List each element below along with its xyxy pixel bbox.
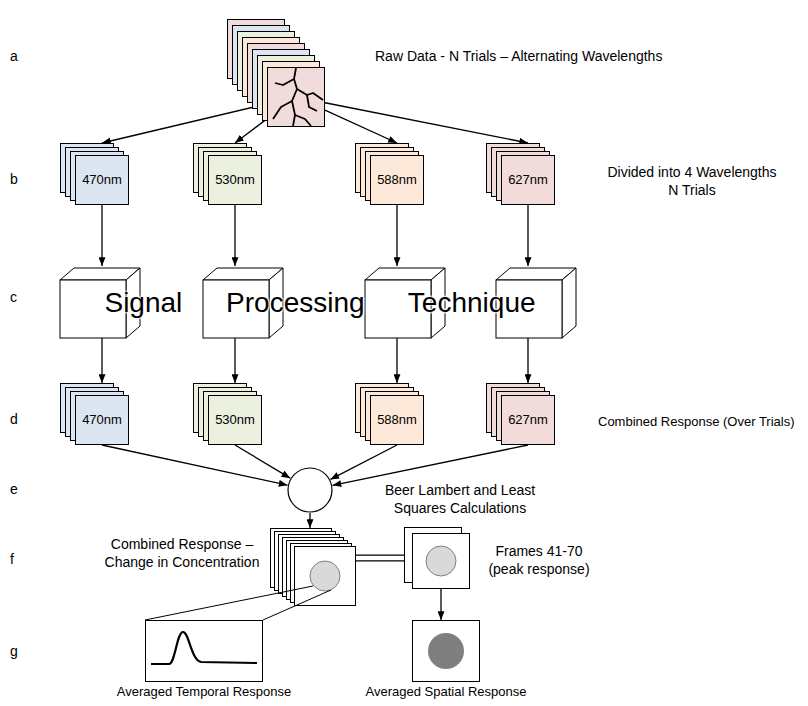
wavelength-stack: 588nm [355, 383, 424, 445]
wavelength-label: 530nm [208, 395, 262, 445]
plot-frame [146, 621, 263, 682]
vessel-line [307, 95, 317, 111]
frame [209, 396, 262, 445]
row-letter: e [10, 481, 18, 499]
flow-arrow [396, 338, 397, 383]
calculation-caption: Beer Lambert and Least Squares Calculati… [372, 482, 548, 517]
zoom-line [145, 586, 313, 620]
spatial-spot [428, 633, 464, 669]
flow-arrow [396, 205, 397, 266]
processing-title: Signal Processing Technique [58, 266, 582, 338]
frame [371, 396, 424, 445]
concentration-stack: Combined Response – Change in Concentrat… [270, 528, 356, 606]
wavelength-stack: 627nm [486, 143, 555, 205]
frame [502, 156, 555, 205]
flow-arrow [101, 205, 102, 266]
frame [371, 156, 424, 205]
row-letter: c [10, 289, 17, 307]
wavelength-label: 588nm [370, 155, 424, 205]
stack-caption: Combined Response – Change in Concentrat… [97, 536, 267, 571]
wavelength-stack: 530nm [193, 383, 262, 445]
calculation-circle: Beer Lambert and Least Squares Calculati… [287, 467, 333, 513]
flow-arrow [102, 445, 288, 485]
double-link [356, 555, 404, 562]
wavelength-stack: 627nm [486, 383, 555, 445]
double-link-gap [356, 556, 404, 561]
row-letter: b [10, 171, 18, 189]
frame [209, 156, 262, 205]
step-note: Divided into 4 Wavelengths N Trials [604, 164, 780, 199]
vessel-line [273, 101, 292, 119]
flow-arrow [234, 205, 235, 266]
frame [295, 547, 356, 606]
wavelength-label: 470nm [75, 155, 129, 205]
calculation-shape [288, 468, 332, 512]
wavelength-label: 627nm [501, 395, 555, 445]
frame [413, 534, 470, 589]
flow-arrow [101, 338, 102, 383]
stack-caption: Frames 41-70 (peak response) [484, 543, 594, 578]
flow-arrow [440, 589, 441, 620]
node-shape [145, 620, 263, 682]
plot-caption: Averaged Spatial Response [356, 684, 536, 700]
vessel-drawing [273, 68, 323, 126]
node-shape [270, 528, 356, 606]
node-shape [287, 467, 333, 513]
flow-arrow [234, 338, 235, 383]
vessel-line [292, 68, 297, 126]
plot-frame [413, 621, 480, 682]
wavelength-label: 588nm [370, 395, 424, 445]
node-shape [227, 19, 325, 127]
wavelength-stack: 470nm [60, 143, 129, 205]
temporal-plot: Averaged Temporal Response [145, 620, 263, 682]
stack-caption: Raw Data - N Trials – Alternating Wavele… [375, 48, 705, 66]
flow-arrow [325, 103, 528, 143]
wavelength-stack: 470nm [60, 383, 129, 445]
row-letter: g [10, 643, 18, 661]
frame [502, 396, 555, 445]
frame [76, 156, 129, 205]
flow-arrow [333, 445, 528, 485]
peak-frames-stack: Frames 41-70 (peak response) [404, 527, 470, 589]
vessel-line [297, 89, 323, 100]
step-note: Combined Response (Over Trials) [598, 414, 804, 430]
node-shape [412, 620, 480, 682]
spatial-map: Averaged Spatial Response [412, 620, 480, 682]
row-letter: d [10, 411, 18, 429]
response-spot [310, 561, 340, 591]
response-curve [151, 632, 257, 664]
wavelength-label: 470nm [75, 395, 129, 445]
frame [268, 68, 325, 127]
flow-arrow [235, 119, 267, 143]
row-letter: a [10, 48, 18, 66]
wavelength-label: 627nm [501, 155, 555, 205]
flow-arrow [102, 104, 267, 143]
raw-data-stack: Raw Data - N Trials – Alternating Wavele… [227, 19, 325, 127]
wavelength-label: 530nm [208, 155, 262, 205]
wavelength-stack: 588nm [355, 143, 424, 205]
plot-caption: Averaged Temporal Response [109, 684, 299, 700]
vessel-line [275, 79, 294, 85]
wavelength-stack: 530nm [193, 143, 262, 205]
flow-arrow [527, 205, 528, 266]
vessel-line [295, 115, 311, 126]
node-shape [404, 527, 470, 589]
zoom-line [263, 590, 331, 620]
flow-arrow [235, 445, 290, 478]
flow-arrow [527, 338, 528, 383]
frame [76, 396, 129, 445]
flow-arrow [309, 513, 310, 528]
response-spot [426, 546, 456, 576]
row-letter: f [10, 551, 14, 569]
processing-band: Signal Processing Technique [58, 266, 582, 338]
